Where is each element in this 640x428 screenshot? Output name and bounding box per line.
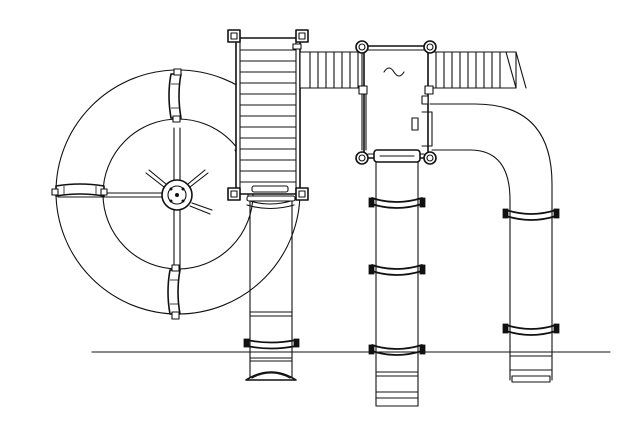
platform-post-caps [355,40,437,165]
spiral-central-pole [173,127,181,271]
stair-ladder [227,29,309,201]
spiral-hub [161,179,193,211]
bridge-walkway [299,51,527,89]
stair-treads [239,49,297,183]
spiral-slide [51,68,301,320]
spiral-bottom-clamp [167,264,181,320]
platform-logo-mark [383,67,405,77]
tube-slide-right [429,103,560,383]
stair-corner-posts [227,29,309,201]
tube-slide-center [368,161,426,407]
tube-slide-left [243,195,300,381]
spiral-left-clamp [51,183,108,197]
upper-platform [355,40,437,165]
bridge-left-slats [309,51,359,89]
spiral-top-clamp [168,68,182,123]
bridge-right-slats [435,51,501,89]
